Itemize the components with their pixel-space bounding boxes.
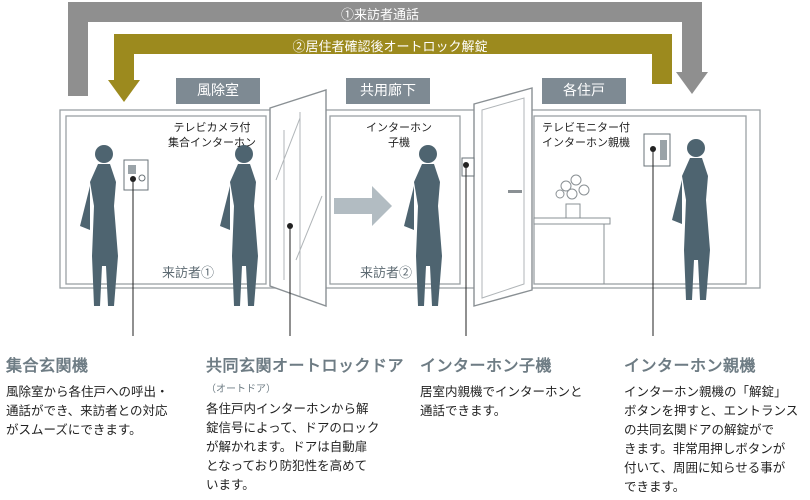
auto-lock-door-graphic [269,89,327,307]
description-auto-lock-door: 共同玄関オートロックドア （オートドア） 各住戸内インターホンから解 錠信号によ… [206,352,411,494]
camera-intercom-caption: テレビカメラ付 集合インターホン [162,120,262,150]
caption-line: 集合インターホン [168,136,256,149]
visitor2-figure [404,145,442,306]
flow-arrow [334,186,392,226]
description-body: 風除室から各住戸への呼出・ 通話ができ、来訪者との対応 がスムーズにできます。 [6,384,169,437]
zone-label-corridor: 共用廊下 [346,78,430,104]
intercom-parent-caption: テレビモニター付 インターホン親機 [536,120,636,150]
intercom-child-caption: インターホン 子機 [354,120,444,150]
caption-line: インターホン親機 [542,136,630,149]
description-title: インターホン子機 [420,356,553,375]
caption-line: インターホン [366,121,432,134]
description-intercom-parent: インターホン親機 インターホン親機の「解錠」 ボタンを押すと、エントランス の共… [624,352,810,496]
visitor-call-arrow [68,2,708,96]
description-intercom-entry: 集合玄関機 風除室から各住戸への呼出・ 通話ができ、来訪者との対応 がスムーズに… [6,352,196,439]
camera-intercom-device [123,159,149,191]
resident-unlock-arrow [108,34,672,102]
caption-line: テレビモニター付 [542,121,630,134]
visitor-2-label: 来訪者② [360,266,413,281]
description-body: 各住戸内インターホンから解 錠信号によって、ドアのロック が解かれます。ドアは自… [206,401,380,492]
zone-label-unit: 各住戸 [542,78,626,104]
shelf-with-vase [533,174,611,284]
description-body: インターホン親機の「解錠」 ボタンを押すと、エントランス の共同玄関ドアの解錠が… [624,384,799,494]
resident-figure [672,139,710,300]
description-subtitle: （オートドア） [206,384,276,395]
leader-lines [132,149,654,336]
description-body: 居室内親機でインターホンと 通話できます。 [420,384,583,418]
zone-label-vestibule: 風除室 [176,78,260,104]
visitor-call-label: ①来訪者通話 [340,8,419,23]
description-title: 共同玄関オートロックドア [206,356,405,375]
caption-line: 子機 [388,136,410,149]
description-title: 集合玄関機 [6,356,89,375]
caption-line: テレビカメラ付 [173,121,251,134]
intercom-child-device [461,157,475,177]
description-intercom-child: インターホン子機 居室内親機でインターホンと 通話できます。 [420,352,610,420]
unit-door-graphic [473,87,533,307]
building-outline [59,109,761,289]
description-title: インターホン親機 [624,356,757,375]
visitor1-figure [80,145,118,306]
resident-unlock-label: ②居住者確認後オートロック解錠 [292,40,488,55]
visitor1b-figure [220,145,258,306]
visitor-1-label: 来訪者① [162,266,215,281]
intercom-parent-device [643,133,671,167]
